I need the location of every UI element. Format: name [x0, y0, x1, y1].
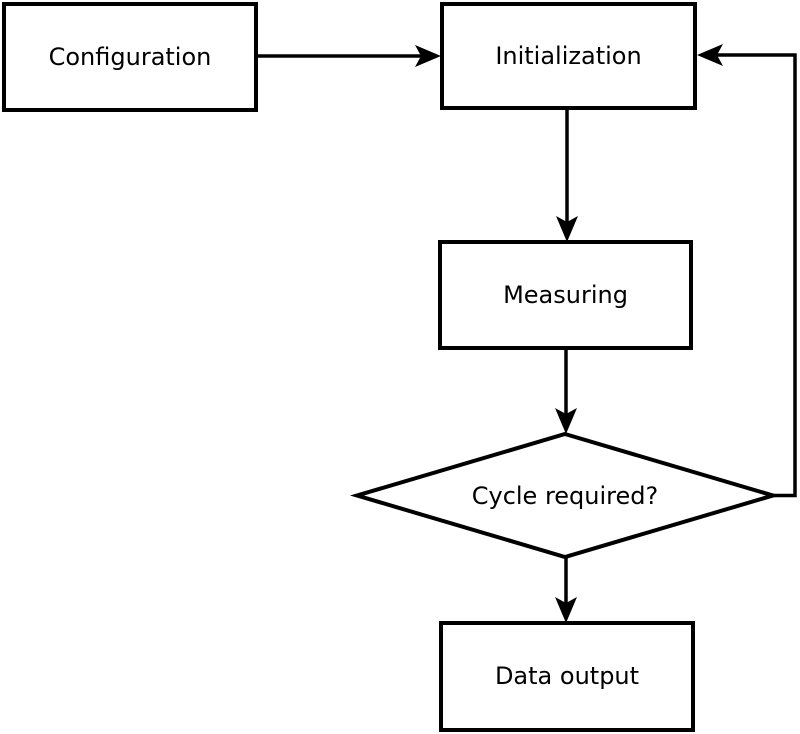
edge-cycle-required-initialization-loop [697, 44, 797, 498]
node-cycle-required-shape [349, 431, 781, 560]
node-configuration-label: Configuration [48, 42, 212, 71]
node-data-output-label: Data output [494, 662, 640, 691]
node-data-output: Data output [439, 621, 695, 732]
node-configuration: Configuration [2, 2, 258, 112]
node-initialization-label: Initialization [495, 41, 642, 70]
node-measuring-label: Measuring [503, 280, 628, 309]
node-initialization: Initialization [440, 2, 697, 110]
node-measuring: Measuring [438, 240, 693, 350]
